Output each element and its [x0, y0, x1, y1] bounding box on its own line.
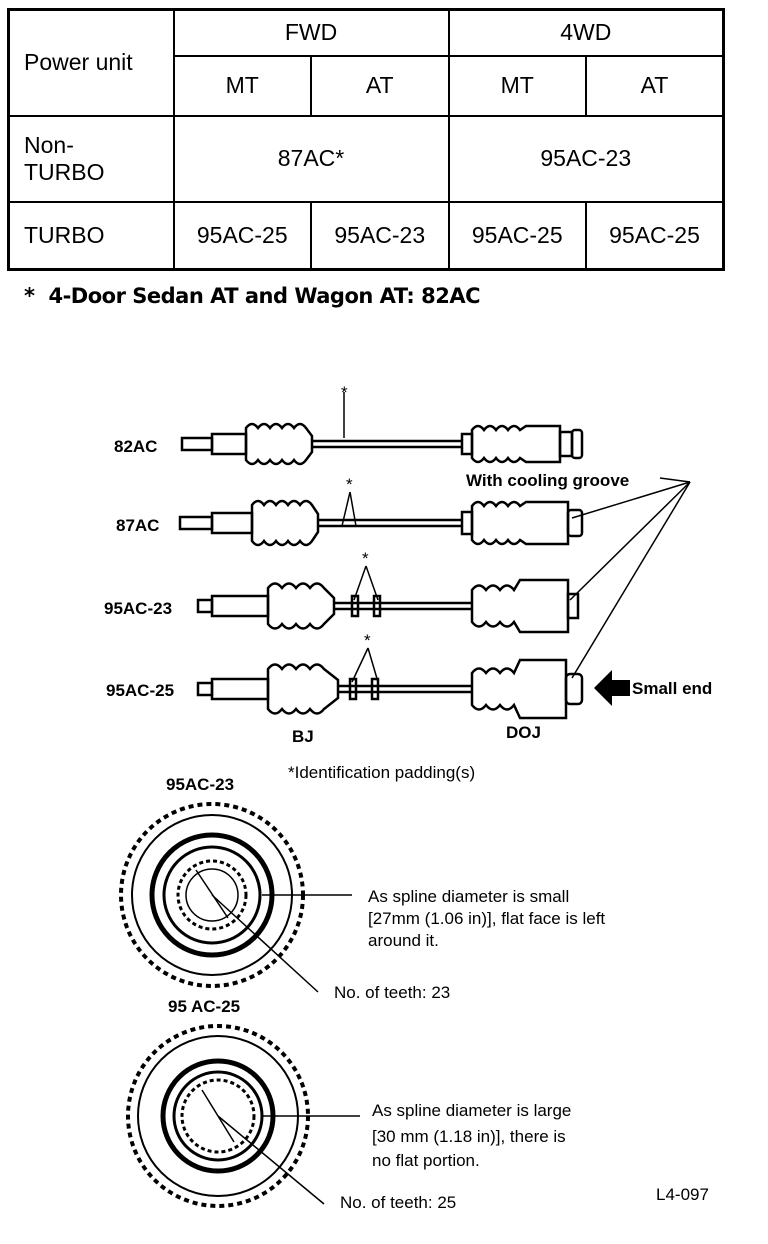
table-cell: 95AC-25	[172, 200, 312, 271]
small-end-arrow-icon	[594, 670, 630, 706]
id-star-95ac-25: *	[364, 631, 371, 650]
footnote-text: 4-Door Sedan AT and Wagon AT: 82AC	[48, 284, 481, 308]
id-star-82ac: *	[341, 383, 348, 402]
teeth-count-25: No. of teeth: 25	[340, 1193, 456, 1212]
table-cell: 95AC-25	[585, 200, 725, 271]
figure-id: L4-097	[656, 1185, 709, 1204]
row-label-line: Non-	[24, 131, 74, 158]
shaft-label-82ac: 82AC	[114, 437, 157, 456]
spline-desc-line: around it.	[368, 931, 439, 950]
id-star-87ac: *	[346, 475, 353, 494]
doj-label: DOJ	[506, 723, 541, 742]
sub-header: AT	[585, 54, 725, 117]
drive-shaft-95ac-23	[196, 565, 580, 634]
sub-header: MT	[447, 54, 587, 117]
table-cell: 95AC-25	[447, 200, 587, 271]
identification-note: *Identification padding(s)	[288, 763, 475, 782]
id-star-95ac-23: *	[362, 549, 369, 568]
table-cell: 95AC-23	[310, 200, 450, 271]
table-cell: 95AC-23	[447, 114, 725, 203]
shaft-label-95ac-25: 95AC-25	[106, 681, 174, 700]
end-view-title-95ac-25: 95 AC-25	[168, 997, 240, 1016]
spline-end-view-95ac-25	[126, 1024, 360, 1208]
cooling-groove-label: With cooling groove	[466, 471, 629, 490]
sub-header: MT	[172, 54, 312, 117]
drive-shaft-82ac	[180, 392, 584, 466]
cooling-groove-leaders	[569, 477, 691, 679]
spline-desc-line: no flat portion.	[372, 1151, 480, 1170]
bj-label: BJ	[292, 727, 314, 746]
spline-desc-line: [27mm (1.06 in)], flat face is left	[368, 909, 605, 928]
drive-shaft-87ac	[178, 491, 584, 547]
group-header-fwd: FWD	[172, 8, 450, 57]
row-label-turbo: TURBO	[7, 200, 175, 271]
teeth-count-23: No. of teeth: 23	[334, 983, 450, 1002]
shaft-spec-table: Power unit FWD 4WD MT AT MT AT Non- TURB…	[7, 8, 725, 271]
row-label-line: TURBO	[24, 158, 105, 185]
spline-desc-line: As spline diameter is small	[368, 887, 569, 906]
table-cell: 87AC*	[172, 114, 450, 203]
small-end-label: Small end	[632, 679, 712, 698]
spline-desc-line: [30 mm (1.18 in)], there is	[372, 1127, 566, 1146]
spline-end-view-95ac-23	[119, 802, 352, 993]
shaft-label-95ac-23: 95AC-23	[104, 599, 172, 618]
end-view-title-95ac-23: 95AC-23	[166, 775, 234, 794]
drive-shaft-95ac-25	[196, 647, 584, 720]
footnote: * 4-Door Sedan AT and Wagon AT: 82AC	[24, 284, 481, 308]
group-header-4wd: 4WD	[447, 8, 725, 57]
footnote-star: *	[24, 284, 35, 308]
shaft-label-87ac: 87AC	[116, 516, 159, 535]
sub-header: AT	[310, 54, 450, 117]
table-corner-header: Power unit	[7, 8, 175, 117]
spline-desc-line: As spline diameter is large	[372, 1101, 571, 1120]
row-label-non-turbo: Non- TURBO	[7, 114, 175, 203]
